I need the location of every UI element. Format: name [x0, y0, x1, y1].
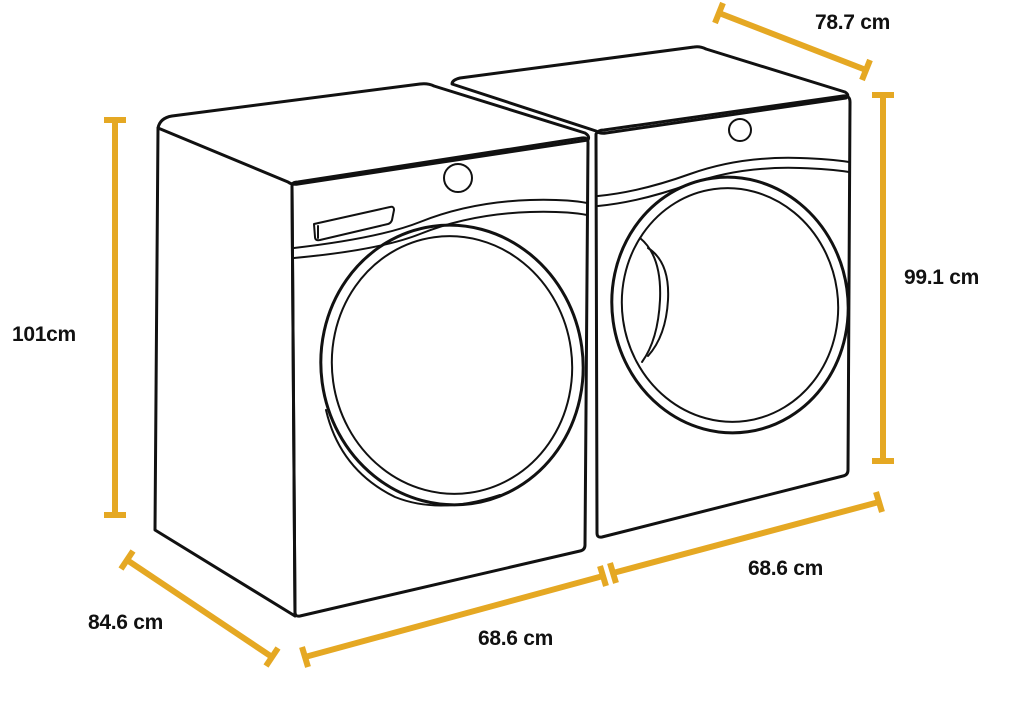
- dryer-width-label: 68.6 cm: [748, 557, 823, 580]
- dryer-depth-line: [717, 10, 868, 73]
- washer-width-label: 68.6 cm: [478, 627, 553, 650]
- dryer-width-cap-a: [607, 562, 619, 584]
- washer-depth-cap-b: [263, 646, 281, 668]
- washer-height-label: 101cm: [12, 323, 76, 346]
- washer-width-cap-b: [597, 565, 609, 587]
- washer: [153, 82, 591, 618]
- dryer-depth-cap-b: [859, 58, 873, 82]
- dryer-depth-cap-a: [712, 1, 726, 25]
- dryer: [450, 45, 852, 539]
- dryer-width-line: [612, 499, 880, 576]
- washer-width-cap-a: [299, 646, 311, 668]
- washer-depth-label: 84.6 cm: [88, 611, 163, 634]
- dimension-lines: [104, 1, 894, 668]
- washer-depth-cap-a: [118, 549, 136, 571]
- dryer-height-label: 99.1 cm: [904, 266, 979, 289]
- dryer-depth-label: 78.7 cm: [815, 11, 890, 34]
- washer-width-line: [304, 573, 604, 660]
- washer-depth-line: [125, 557, 274, 660]
- dryer-width-cap-b: [873, 491, 885, 513]
